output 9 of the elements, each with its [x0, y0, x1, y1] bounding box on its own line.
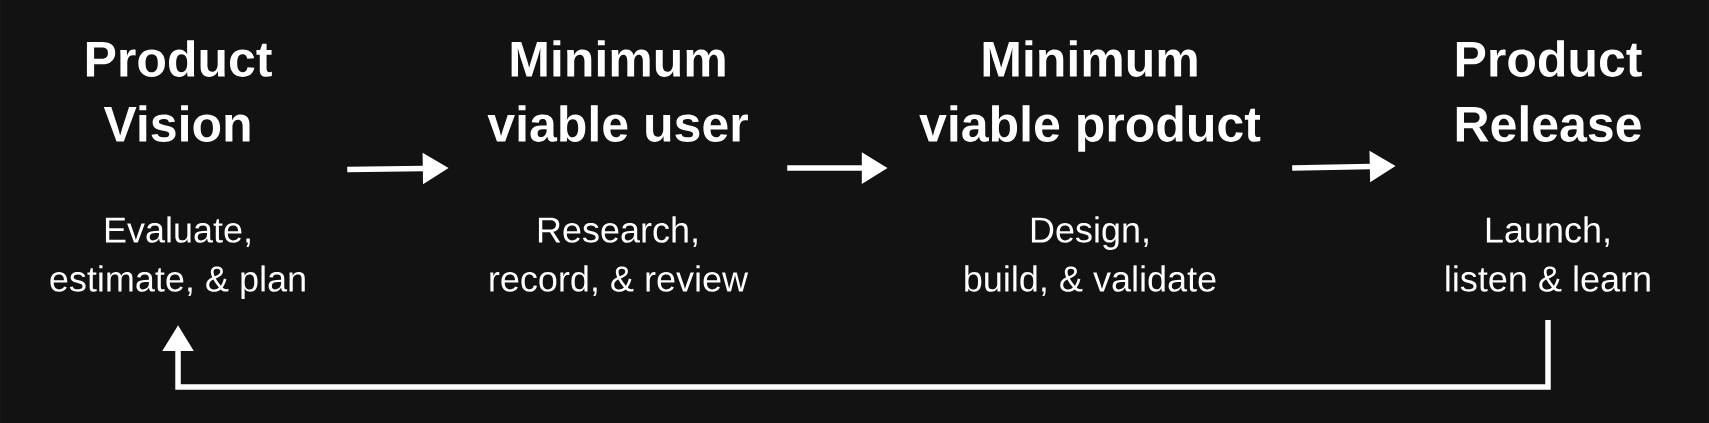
step-description: Evaluate, estimate, & plan	[50, 216, 305, 299]
step-description: Research, record, & review	[490, 216, 749, 297]
arrow	[162, 319, 1551, 390]
step-title: Minimum viable product	[919, 40, 1261, 152]
step-description: Design, build, & validate	[965, 216, 1216, 297]
step-title: Product Vision	[86, 40, 272, 142]
step-title: Minimum viable user	[487, 40, 748, 142]
step-title: Product Release	[1456, 40, 1642, 142]
step-description: Launch, listen & learn	[1446, 216, 1650, 292]
